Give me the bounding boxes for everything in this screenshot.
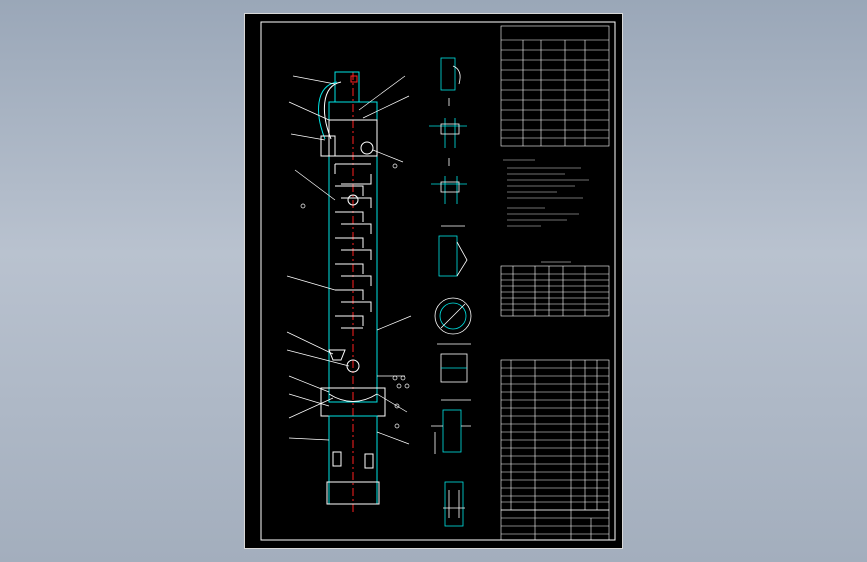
detail-d-weld	[456, 241, 468, 277]
drawing-sheet	[244, 13, 623, 549]
detail-h	[444, 481, 464, 527]
manhole-upper	[360, 141, 374, 155]
top-pipe	[318, 81, 338, 140]
detail-b	[429, 118, 467, 148]
parts-list-rows	[501, 367, 609, 503]
title-block-icon	[500, 509, 610, 541]
parts-list-table	[500, 359, 610, 511]
detail-a-flange	[452, 65, 461, 85]
table-icon	[500, 25, 610, 511]
trays	[334, 163, 372, 329]
manhole-low	[346, 359, 360, 373]
top-pipe-outline	[323, 81, 342, 140]
detail-b-plate	[440, 123, 460, 135]
skirt-opening-left	[332, 451, 342, 467]
nozzle-table	[500, 265, 610, 317]
detail-g-bars	[431, 425, 471, 454]
top-nozzle	[350, 75, 358, 83]
tower-top	[334, 71, 360, 103]
feed-inlet	[328, 349, 346, 361]
drawing-canvas	[260, 21, 616, 541]
process-params-table	[500, 25, 610, 147]
bottom-dish	[328, 393, 378, 402]
detail-e-axis	[440, 303, 466, 329]
detail-e-inner	[439, 302, 467, 330]
title-block	[500, 509, 610, 541]
leader-lines	[286, 75, 412, 445]
tower-icon	[286, 71, 412, 514]
technical-notes	[503, 159, 589, 227]
detail-d	[438, 235, 458, 277]
detail-a	[440, 57, 456, 91]
manhole-mid	[347, 194, 359, 206]
process-params-rows	[501, 49, 609, 139]
detail-c	[431, 176, 467, 204]
skirt-opening-right	[364, 453, 374, 469]
upper-section	[328, 119, 378, 157]
detail-c-plate	[440, 181, 460, 193]
inner-frame	[260, 21, 616, 541]
detail-g	[442, 409, 462, 453]
base-ring	[326, 481, 380, 505]
balloon-markers	[300, 163, 410, 429]
detail-h-inner	[443, 490, 465, 518]
detail-e-ring	[434, 297, 472, 335]
detail-icon	[429, 57, 472, 527]
side-box	[320, 135, 336, 157]
